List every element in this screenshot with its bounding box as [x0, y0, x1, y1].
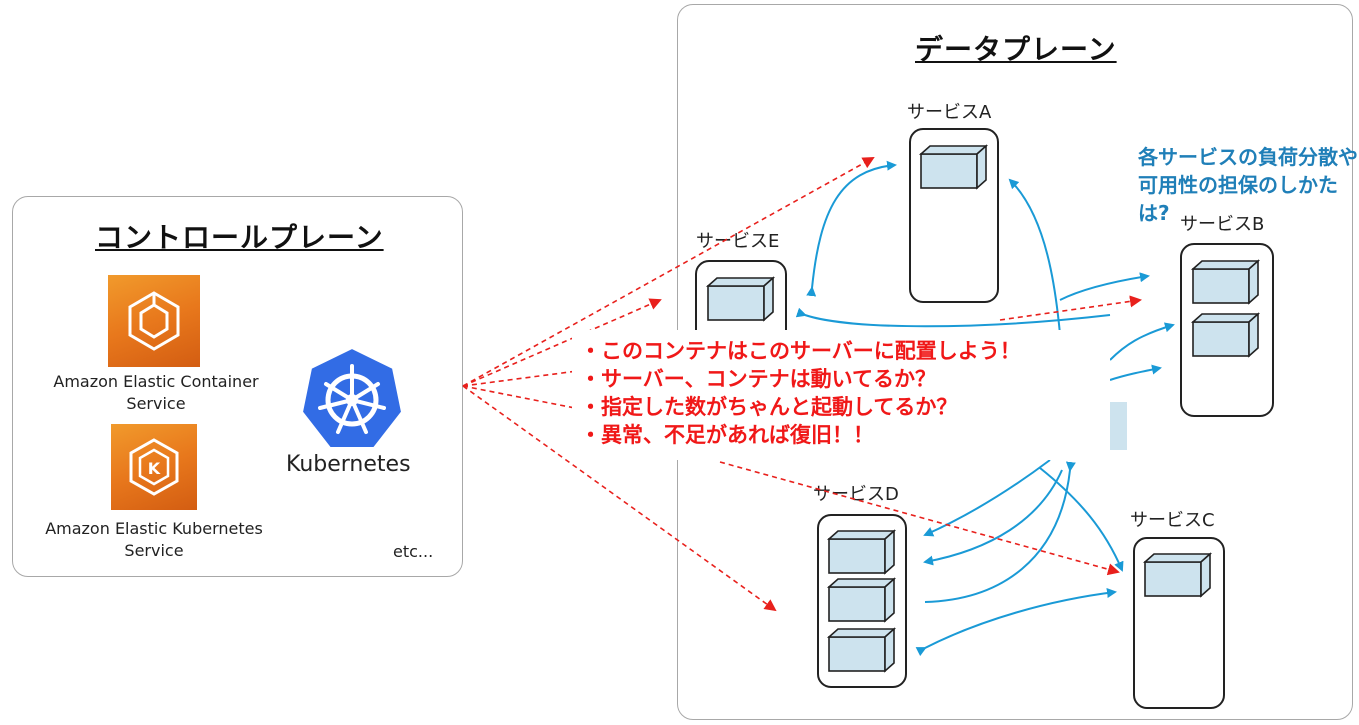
- note-line: 可用性の担保のしかたは?: [1138, 173, 1338, 225]
- blue-arrow: [806, 160, 897, 297]
- container-cube: [826, 577, 897, 623]
- service-a-label: サービスA: [907, 102, 992, 123]
- blue-arrow: [915, 588, 1117, 657]
- container-cube: [1190, 312, 1261, 358]
- blue-arrow: [1109, 364, 1162, 381]
- service-b-label: サービスB: [1180, 214, 1265, 235]
- data-plane-title: データプレーン: [915, 33, 1117, 66]
- etc-label: etc...: [393, 542, 434, 561]
- blue-arrow: [924, 461, 1076, 603]
- kubernetes-icon: [298, 344, 406, 452]
- container-cube: [1190, 259, 1261, 305]
- eks-label: Amazon Elastic Kubernetes Service: [45, 519, 263, 560]
- blue-arrow: [1059, 272, 1150, 301]
- container-cubes: [705, 144, 1261, 673]
- ecs-label: Amazon Elastic Container Service: [53, 372, 259, 413]
- orchestration-callout: ・このコンテナはこのサーバーに配置しよう！ ・サーバー、コンテナは動いてるか？ …: [572, 330, 1110, 460]
- callout-line: ・このコンテナはこのサーバーに配置しよう！: [580, 339, 1021, 363]
- container-cube: [1142, 552, 1213, 598]
- service-e-label: サービスE: [696, 231, 780, 252]
- control-plane-title: コントロールプレーン: [95, 221, 384, 254]
- container-cube: [705, 276, 776, 322]
- service-c-label: サービスC: [1130, 510, 1215, 531]
- container-cube: [826, 529, 897, 575]
- callout-line: ・サーバー、コンテナは動いてるか？: [580, 367, 936, 391]
- eks-icon-letter: K: [148, 459, 161, 478]
- red-dashed-arrow: [462, 385, 777, 612]
- red-dashed-arrow: [462, 157, 875, 387]
- red-dashed-arrow: [462, 385, 586, 411]
- blue-arrow: [795, 307, 1111, 328]
- callout-line: ・異常、不足があれば復旧！！: [580, 423, 874, 447]
- red-dashed-arrow: [462, 369, 586, 387]
- red-dashed-arrow: [999, 295, 1142, 321]
- eks-icon: K: [111, 424, 197, 510]
- ecs-icon: [108, 275, 200, 367]
- blue-arrow: [923, 459, 1051, 537]
- container-cube: [826, 627, 897, 673]
- service-d-label: サービスD: [813, 484, 899, 505]
- load-balancing-note: 各サービスの負荷分散や 可用性の担保のしかたは?: [1138, 143, 1359, 227]
- hidden-container-edge: [1110, 402, 1127, 450]
- callout-line: ・指定した数がちゃんと起動してるか？: [580, 395, 958, 419]
- blue-arrow: [1109, 322, 1175, 361]
- blue-arrow: [923, 469, 1063, 566]
- note-line: 各サービスの負荷分散や: [1138, 145, 1358, 169]
- blue-arrow: [1039, 467, 1124, 572]
- container-cube: [918, 144, 989, 190]
- kubernetes-label: Kubernetes: [286, 452, 411, 477]
- red-dashed-arrow: [719, 461, 1120, 576]
